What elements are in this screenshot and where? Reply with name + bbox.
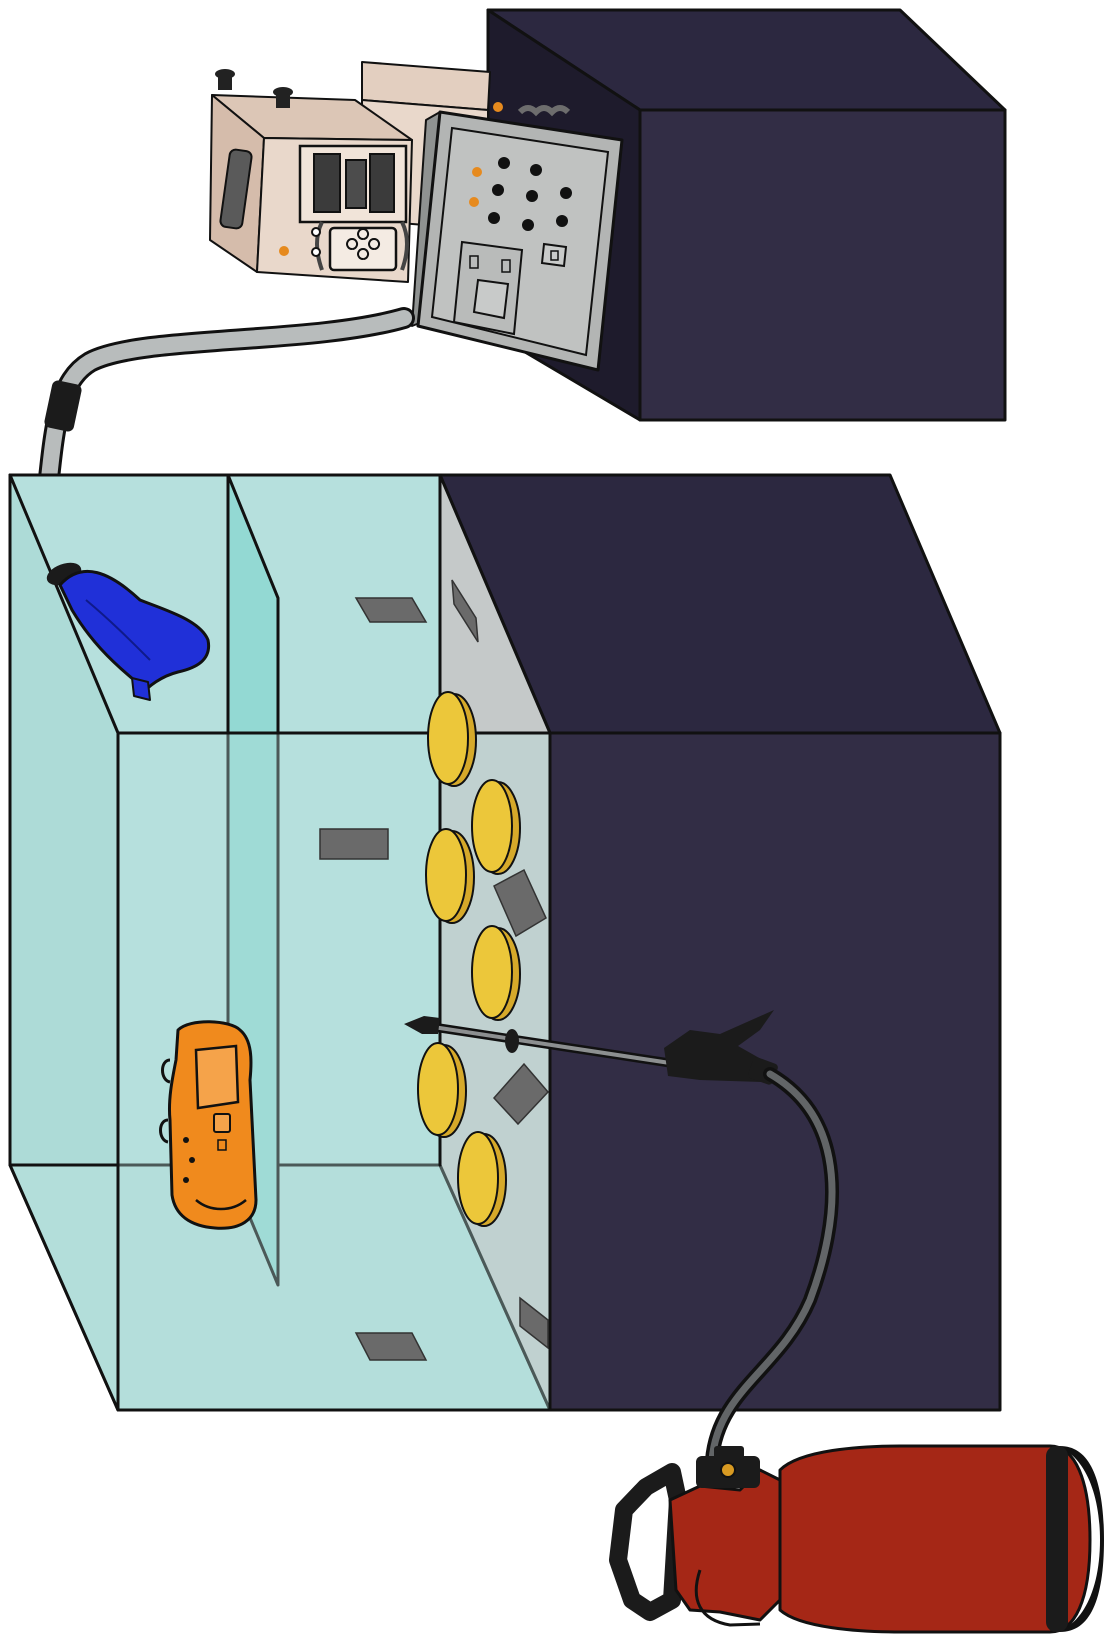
pump-roller xyxy=(346,160,366,208)
control-panel xyxy=(412,112,622,370)
petri-dish xyxy=(426,829,474,923)
supply-hose-tube-fill xyxy=(48,318,404,488)
petri-dish xyxy=(418,1043,466,1137)
dark-enclosure-top-front xyxy=(640,110,1005,420)
orange-indicator-dot xyxy=(279,246,289,256)
detector-button xyxy=(214,1114,230,1132)
pump-port xyxy=(312,248,320,256)
petri-dish xyxy=(472,780,520,874)
sprayer-tank xyxy=(780,1446,1090,1632)
sprayer-neck xyxy=(670,1470,780,1620)
petri-dish xyxy=(458,1132,506,1226)
sprayer-valve xyxy=(721,1463,735,1477)
pressure-sprayer xyxy=(618,1446,1104,1632)
pump-port xyxy=(312,228,320,236)
lance-joint xyxy=(505,1029,519,1053)
power-switch-icon xyxy=(542,244,566,266)
pump-roller xyxy=(314,154,340,212)
petri-dish xyxy=(472,926,520,1020)
sprayer-handle xyxy=(618,1472,678,1612)
pump-roller xyxy=(370,154,394,212)
orange-indicator-dot xyxy=(493,102,503,112)
control-panel-screen xyxy=(474,280,508,318)
sprayer-valve-knob xyxy=(714,1446,744,1460)
sprayer-end-band xyxy=(1046,1446,1068,1632)
detector-sensor xyxy=(189,1157,195,1163)
nozzle-tip xyxy=(132,678,150,700)
sample-plate xyxy=(320,829,388,859)
petri-dish xyxy=(428,692,476,786)
hose-coupling xyxy=(43,379,82,432)
detector-screen xyxy=(196,1046,238,1108)
detector-sensor xyxy=(183,1137,189,1143)
detector-sensor xyxy=(183,1177,189,1183)
